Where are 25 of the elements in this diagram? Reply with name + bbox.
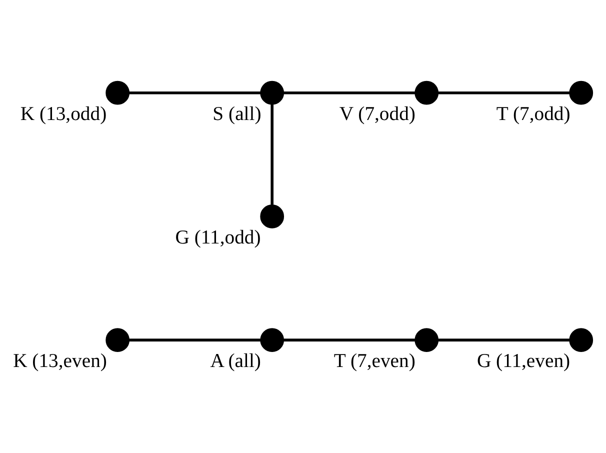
node-circle [260,328,284,352]
node-circle [569,328,594,352]
node-label: T (7,even) [334,350,416,372]
node-circle [106,80,130,104]
node-label: G (11,odd) [175,226,261,248]
node-circle [414,80,439,104]
node-label: T (7,odd) [496,102,570,124]
connector [438,90,570,94]
connector [128,90,260,94]
connector [438,338,570,341]
node-label: K (13,even) [13,350,107,372]
node-circle [106,328,130,352]
node-label: G (11,even) [476,350,570,372]
node-circle [569,80,594,104]
node-label: V (7,odd) [339,102,416,124]
node-circle [260,204,284,228]
node-circle [414,328,439,352]
connector [128,338,260,341]
connector [270,104,274,204]
node-label: K (13,odd) [20,102,107,124]
node-label: A (all) [210,350,261,372]
node-label: S (all) [212,102,262,124]
connector [283,90,416,94]
connector [283,338,416,341]
node-circle [260,80,284,104]
